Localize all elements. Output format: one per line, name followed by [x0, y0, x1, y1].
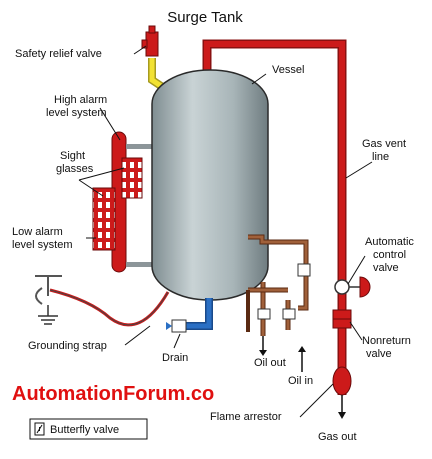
- label-oil-out: Oil out: [254, 357, 286, 369]
- high-alarm-level-system: [111, 131, 152, 273]
- grounding-strap: [35, 275, 170, 327]
- nonreturn-valve: [332, 309, 352, 329]
- legend-label: Butterfly valve: [50, 424, 119, 436]
- legend-box: Butterfly valve: [29, 418, 148, 440]
- automatic-control-valve: [334, 276, 371, 298]
- label-grounding-strap: Grounding strap: [28, 340, 107, 352]
- diagram-title: Surge Tank: [167, 9, 243, 26]
- label-automatic-2: control: [373, 249, 406, 261]
- label-sight-glasses-1: Sight: [60, 150, 85, 162]
- label-gas-out: Gas out: [318, 431, 357, 443]
- vessel: [151, 69, 269, 301]
- butterfly-valve-icon: [34, 422, 45, 436]
- watermark-text: AutomationForum.co: [12, 383, 214, 405]
- label-safety-relief-valve: Safety relief valve: [15, 48, 102, 60]
- low-alarm-level-system: [92, 187, 116, 251]
- label-low-alarm-1: Low alarm: [12, 226, 63, 238]
- label-vessel: Vessel: [272, 64, 304, 76]
- label-oil-in: Oil in: [288, 375, 313, 387]
- label-gas-vent-1: Gas vent: [362, 138, 406, 150]
- label-drain: Drain: [162, 352, 188, 364]
- label-flame-arrestor: Flame arrestor: [210, 411, 282, 423]
- label-nonreturn-2: valve: [366, 348, 392, 360]
- label-high-alarm-2: level system: [46, 107, 107, 119]
- label-automatic-3: valve: [373, 262, 399, 274]
- label-gas-vent-2: line: [372, 151, 389, 163]
- oil-piping: [246, 234, 311, 372]
- drain-pipe: [166, 298, 213, 333]
- sight-glasses: [121, 157, 143, 199]
- label-nonreturn-1: Nonreturn: [362, 335, 411, 347]
- label-low-alarm-2: level system: [12, 239, 73, 251]
- flame-arrestor: [332, 366, 352, 419]
- label-automatic-1: Automatic: [365, 236, 414, 248]
- label-high-alarm-1: High alarm: [54, 94, 107, 106]
- label-sight-glasses-2: glasses: [56, 163, 94, 175]
- gas-vent-line: [202, 39, 347, 395]
